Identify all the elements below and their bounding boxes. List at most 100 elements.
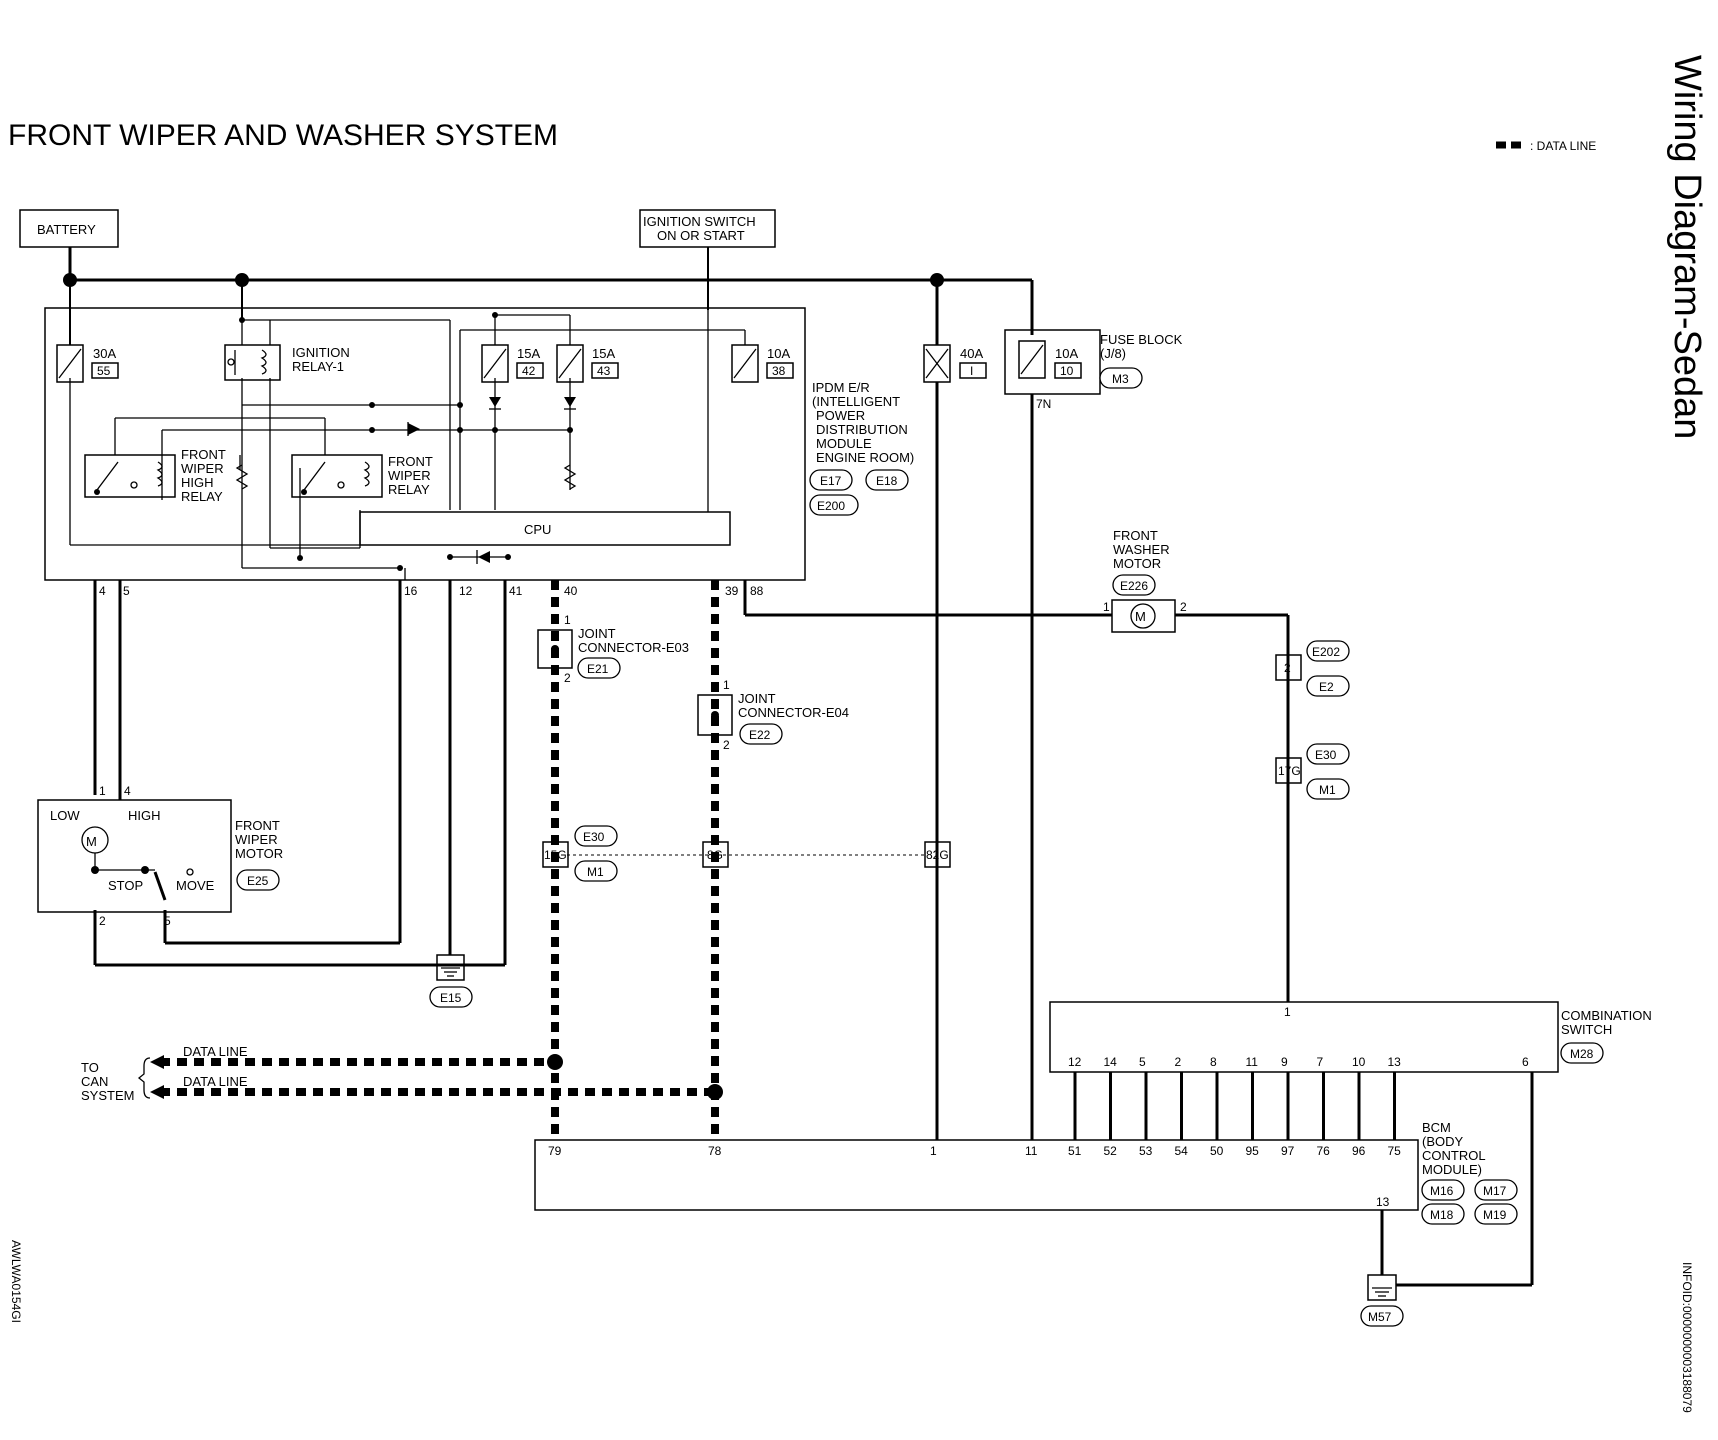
front-wiper-high-relay: FRONT WIPER HIGH RELAY [84, 447, 226, 504]
svg-text:DISTRIBUTION: DISTRIBUTION [816, 422, 908, 437]
svg-text:CONTROL: CONTROL [1422, 1148, 1486, 1163]
svg-text:BCM: BCM [1422, 1120, 1451, 1135]
bcm-pin-label: 50 [1210, 1144, 1224, 1158]
svg-text:FRONT: FRONT [181, 447, 226, 462]
joint-connector-e04: 1 2 JOINT CONNECTOR-E04 E22 [697, 678, 849, 752]
ipdm-label: IPDM E/R (INTELLIGENT POWER DISTRIBUTION… [809, 380, 914, 516]
svg-text:JOINT: JOINT [738, 691, 776, 706]
svg-text:16: 16 [404, 584, 418, 598]
fuse-block-box [1004, 329, 1101, 395]
svg-text:88: 88 [750, 584, 764, 598]
front-wiper-motor: LOW HIGH M STOP MOVE 1 4 2 5 FRONT WIPER… [37, 784, 283, 928]
tag-e202: E202 [1312, 645, 1340, 659]
svg-text:M28: M28 [1570, 1047, 1594, 1061]
svg-text:HIGH: HIGH [128, 808, 161, 823]
battery-label: BATTERY [37, 222, 96, 237]
svg-text:(INTELLIGENT: (INTELLIGENT [812, 394, 900, 409]
svg-text:M: M [1135, 609, 1146, 624]
ipdm-pins: 4 5 16 12 41 40 39 88 [99, 584, 764, 598]
combo-pin-label: 13 [1388, 1055, 1402, 1069]
tag-e2: E2 [1319, 680, 1334, 694]
front-wiper-relay: FRONT WIPER RELAY [291, 454, 433, 498]
svg-text:SWITCH: SWITCH [1561, 1022, 1612, 1037]
cpu-box [359, 511, 731, 546]
inline-8g [702, 841, 729, 868]
svg-text:43: 43 [597, 364, 611, 378]
svg-text:4: 4 [99, 584, 106, 598]
tag-e30-a-box [574, 825, 618, 847]
tag-m1-a-box [574, 860, 618, 882]
combo-pin-label: 8 [1210, 1055, 1217, 1069]
data-line-label-1: DATA LINE [183, 1044, 248, 1059]
svg-text:E17: E17 [820, 474, 842, 488]
svg-text:M18: M18 [1430, 1208, 1454, 1222]
bcm-pin-label: 79 [548, 1144, 562, 1158]
inline-82g-label: 82G [926, 848, 949, 862]
wiper-motor-wires [93, 580, 1290, 1002]
legend-label: : DATA LINE [1530, 139, 1596, 153]
svg-text:M57: M57 [1368, 1310, 1392, 1324]
svg-text:12: 12 [459, 584, 473, 598]
ignition-relay: IGNITION RELAY-1 [224, 344, 350, 381]
inline-17g [1275, 757, 1302, 784]
svg-text:4: 4 [124, 784, 131, 798]
svg-text:FRONT: FRONT [235, 818, 280, 833]
svg-text:POWER: POWER [816, 408, 865, 423]
tag-e30-b: E30 [1315, 748, 1337, 762]
svg-text:10A: 10A [767, 346, 790, 361]
svg-text:WIPER: WIPER [181, 461, 224, 476]
svg-text:CONNECTOR-E03: CONNECTOR-E03 [578, 640, 689, 655]
bcm-pin-label: 95 [1246, 1144, 1260, 1158]
svg-text:MODULE): MODULE) [1422, 1162, 1482, 1177]
svg-text:IPDM E/R: IPDM E/R [812, 380, 870, 395]
svg-text:1: 1 [1284, 1005, 1291, 1019]
svg-text:STOP: STOP [108, 878, 143, 893]
svg-text:1: 1 [723, 678, 730, 692]
inline-15g [542, 841, 569, 868]
svg-text:1: 1 [1103, 600, 1110, 614]
inline-2-label: 2 [1284, 661, 1291, 675]
ground-m57: M57 [1360, 1072, 1534, 1327]
cpu-label: CPU [524, 522, 551, 537]
fuse-30a: 30A 55 [56, 344, 119, 383]
svg-text:FRONT: FRONT [388, 454, 433, 469]
bcm-pin-label: 54 [1175, 1144, 1189, 1158]
bcm-pin-label: 75 [1388, 1144, 1402, 1158]
svg-text:COMBINATION: COMBINATION [1561, 1008, 1652, 1023]
fuse-block-connector: M3 [1112, 372, 1129, 386]
svg-text:RELAY: RELAY [388, 482, 430, 497]
data-line-label-2: DATA LINE [183, 1074, 248, 1089]
svg-text:WIPER: WIPER [388, 468, 431, 483]
bcm-pin-label: 11 [1025, 1144, 1038, 1158]
svg-text:30A: 30A [93, 346, 116, 361]
svg-text:13: 13 [1376, 1195, 1390, 1209]
side-code-left: AWLWA0154GI [9, 1240, 23, 1323]
combo-pin-label: 9 [1281, 1055, 1288, 1069]
svg-text:2: 2 [564, 671, 571, 685]
bcm-pin-label: 51 [1068, 1144, 1082, 1158]
fuse-10a-38: 10A 38 [731, 344, 794, 383]
svg-text:(BODY: (BODY [1422, 1134, 1464, 1149]
svg-text:RELAY: RELAY [181, 489, 223, 504]
svg-text:39: 39 [725, 584, 739, 598]
svg-text:55: 55 [97, 364, 111, 378]
svg-text:JOINT: JOINT [578, 626, 616, 641]
svg-text:MODULE: MODULE [816, 436, 872, 451]
tag-m1-b: M1 [1319, 783, 1336, 797]
bcm: BCM (BODY CONTROL MODULE) M16 M17 M18 M1… [534, 1120, 1518, 1225]
svg-text:E21: E21 [587, 662, 609, 676]
bcm-pin-label: 96 [1352, 1144, 1366, 1158]
svg-text:M16: M16 [1430, 1184, 1454, 1198]
svg-text:MOTOR: MOTOR [1113, 556, 1161, 571]
svg-text:10A: 10A [1055, 346, 1078, 361]
svg-text:MOTOR: MOTOR [235, 846, 283, 861]
svg-text:15A: 15A [592, 346, 615, 361]
svg-text:1: 1 [564, 613, 571, 627]
svg-text:E15: E15 [440, 991, 462, 1005]
to-can-system-label: TO CAN SYSTEM [81, 1057, 151, 1103]
side-title: Wiring Diagram-Sedan [1666, 55, 1708, 439]
svg-text:E18: E18 [876, 474, 898, 488]
